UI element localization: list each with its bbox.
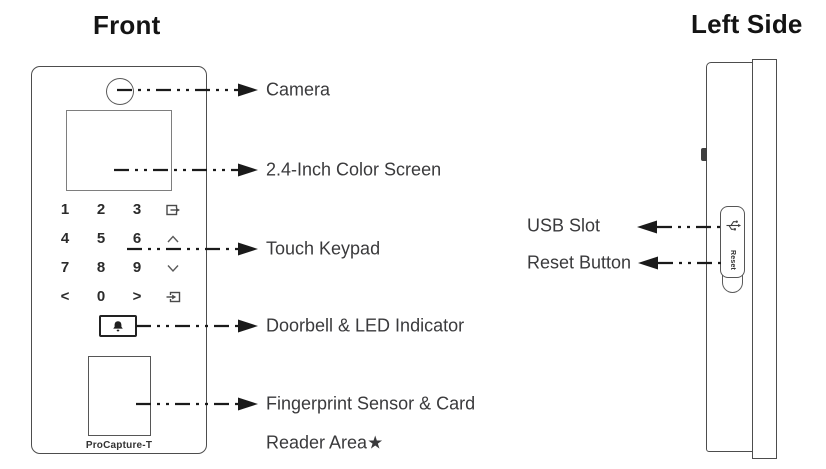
fingerprint-label-line1: Fingerprint Sensor & Card [266, 393, 476, 414]
model-name-label: ProCapture-T [85, 440, 153, 451]
key-5: 5 [96, 230, 106, 247]
fingerprint-leader-line [136, 397, 258, 411]
key-2: 2 [96, 201, 106, 218]
fingerprint-label-line2: Reader Area★ [266, 432, 384, 453]
camera-lens [106, 78, 134, 105]
doorbell-button [99, 315, 137, 337]
usb-cover-flap [722, 274, 743, 293]
key-4: 4 [60, 230, 70, 247]
doorbell-leader-line [136, 319, 258, 333]
key-9: 9 [132, 259, 142, 276]
key-3: 3 [132, 201, 142, 218]
key-7: 7 [60, 259, 70, 276]
usb-icon [726, 220, 741, 231]
enter-key-icon [155, 282, 191, 311]
key-6: 6 [132, 230, 142, 247]
usb-slot-label: USB Slot [527, 215, 601, 236]
usb-leader-line [637, 220, 722, 234]
chevron-down-key-icon [155, 253, 191, 282]
screen-leader-line [114, 163, 258, 177]
usb-reset-panel: Reset [720, 206, 745, 278]
left-side-view-title: Left Side [691, 9, 803, 39]
reset-button-label: Reset Button [527, 252, 632, 273]
screen-label: 2.4-Inch Color Screen [266, 159, 442, 180]
key-right: > [132, 288, 142, 305]
key-left: < [60, 288, 70, 305]
key-1: 1 [60, 201, 70, 218]
touch-keypad: 1 2 3 4 5 6 7 8 9 [47, 195, 191, 311]
doorbell-label: Doorbell & LED Indicator [266, 315, 465, 336]
camera-leader-line [117, 83, 258, 97]
touch-keypad-label: Touch Keypad [266, 238, 381, 259]
camera-label: Camera [266, 79, 331, 100]
front-view-title: Front [93, 10, 161, 40]
device-front-outline: 1 2 3 4 5 6 7 8 9 [31, 66, 207, 454]
keypad-leader-line [127, 242, 258, 256]
chevron-up-key-icon [155, 224, 191, 253]
exit-key-icon [155, 195, 191, 224]
reset-engraving: Reset [729, 250, 736, 271]
side-back-plate [752, 59, 777, 459]
reset-leader-line [638, 256, 722, 270]
fingerprint-card-area [88, 356, 151, 436]
color-screen [66, 110, 172, 191]
bell-icon [113, 320, 123, 331]
key-0: 0 [96, 288, 106, 305]
key-8: 8 [96, 259, 106, 276]
side-edge-button [701, 148, 707, 161]
